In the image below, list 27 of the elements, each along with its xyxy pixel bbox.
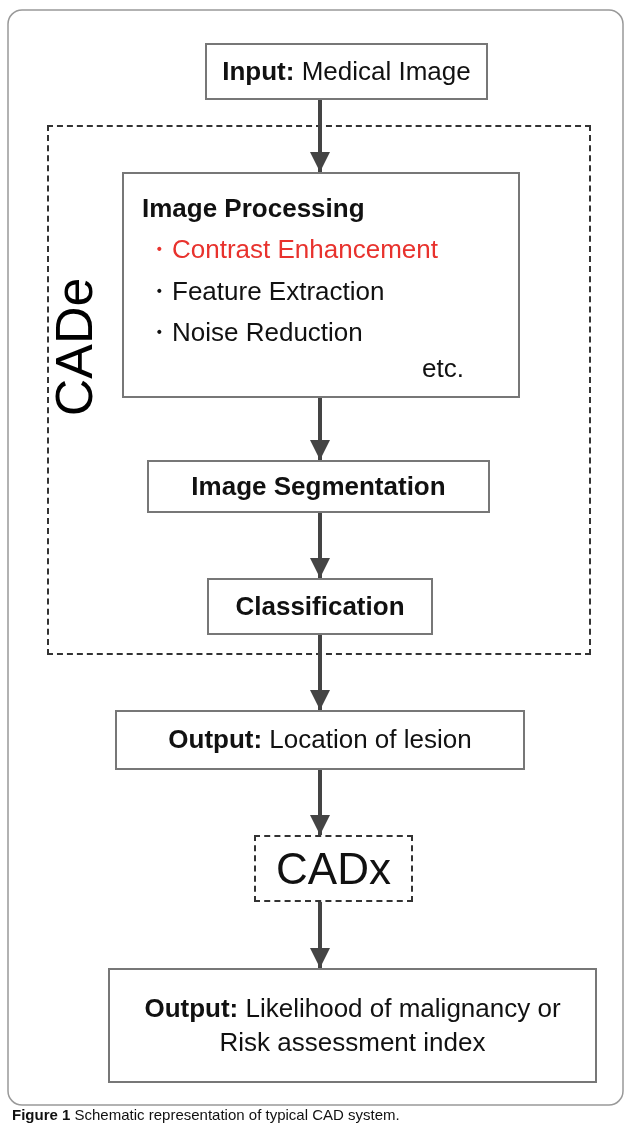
box-label: Image Segmentation bbox=[191, 469, 446, 503]
process-box bbox=[115, 710, 525, 770]
box-label: Output: Likelihood of malignancy or Risk assessment index bbox=[143, 991, 562, 1059]
box-label: Input: Medical Image bbox=[222, 54, 471, 88]
arrow bbox=[310, 635, 330, 710]
list-item: ・Noise Reduction bbox=[146, 316, 363, 350]
arrow bbox=[310, 100, 330, 172]
group-label: CADe bbox=[44, 276, 104, 419]
arrow bbox=[310, 513, 330, 578]
box-label: CADx bbox=[276, 842, 391, 895]
process-box bbox=[207, 578, 433, 635]
list-item: ・Contrast Enhancement bbox=[146, 233, 438, 267]
arrow bbox=[310, 902, 330, 968]
group-box bbox=[47, 125, 591, 655]
figure-caption: Figure 1 Schematic representation of typical CAD system. bbox=[12, 1106, 400, 1123]
process-box bbox=[254, 835, 413, 902]
arrow bbox=[310, 770, 330, 835]
box-heading: Image Processing bbox=[142, 191, 365, 225]
box-label: Classification bbox=[235, 589, 405, 623]
process-box bbox=[122, 172, 520, 398]
process-box bbox=[108, 968, 597, 1083]
box-label: Output: Location of lesion bbox=[168, 723, 472, 757]
process-box bbox=[205, 43, 488, 100]
list-item: ・Feature Extraction bbox=[146, 274, 385, 308]
arrow bbox=[310, 398, 330, 460]
process-box bbox=[147, 460, 490, 513]
list-item: etc. bbox=[422, 353, 464, 383]
